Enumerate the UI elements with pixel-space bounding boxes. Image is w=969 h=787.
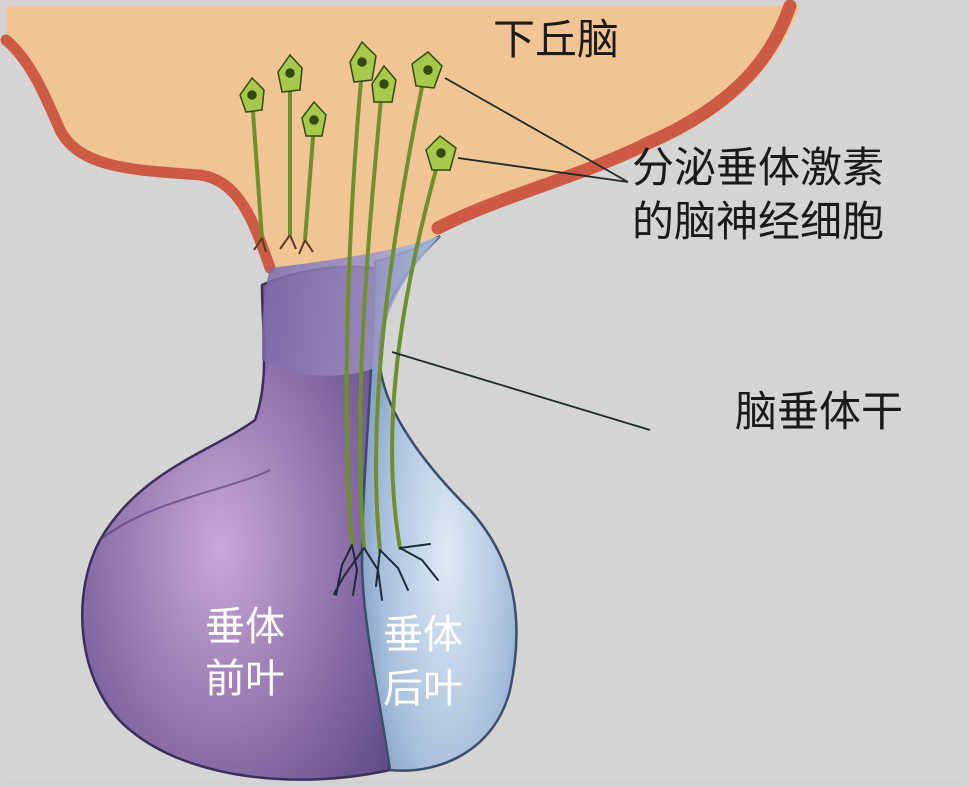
label-anterior-line1: 垂体 [205, 604, 285, 650]
label-hypothalamus: 下丘脑 [493, 15, 619, 64]
label-posterior-line2: 后叶 [383, 666, 463, 712]
label-anterior-line2: 前叶 [205, 656, 285, 702]
label-neurons-line2: 的脑神经细胞 [632, 197, 884, 246]
label-posterior-line1: 垂体 [383, 612, 463, 658]
label-stalk: 脑垂体干 [735, 387, 903, 436]
label-neurons-line1: 分泌垂体激素 [632, 143, 884, 192]
